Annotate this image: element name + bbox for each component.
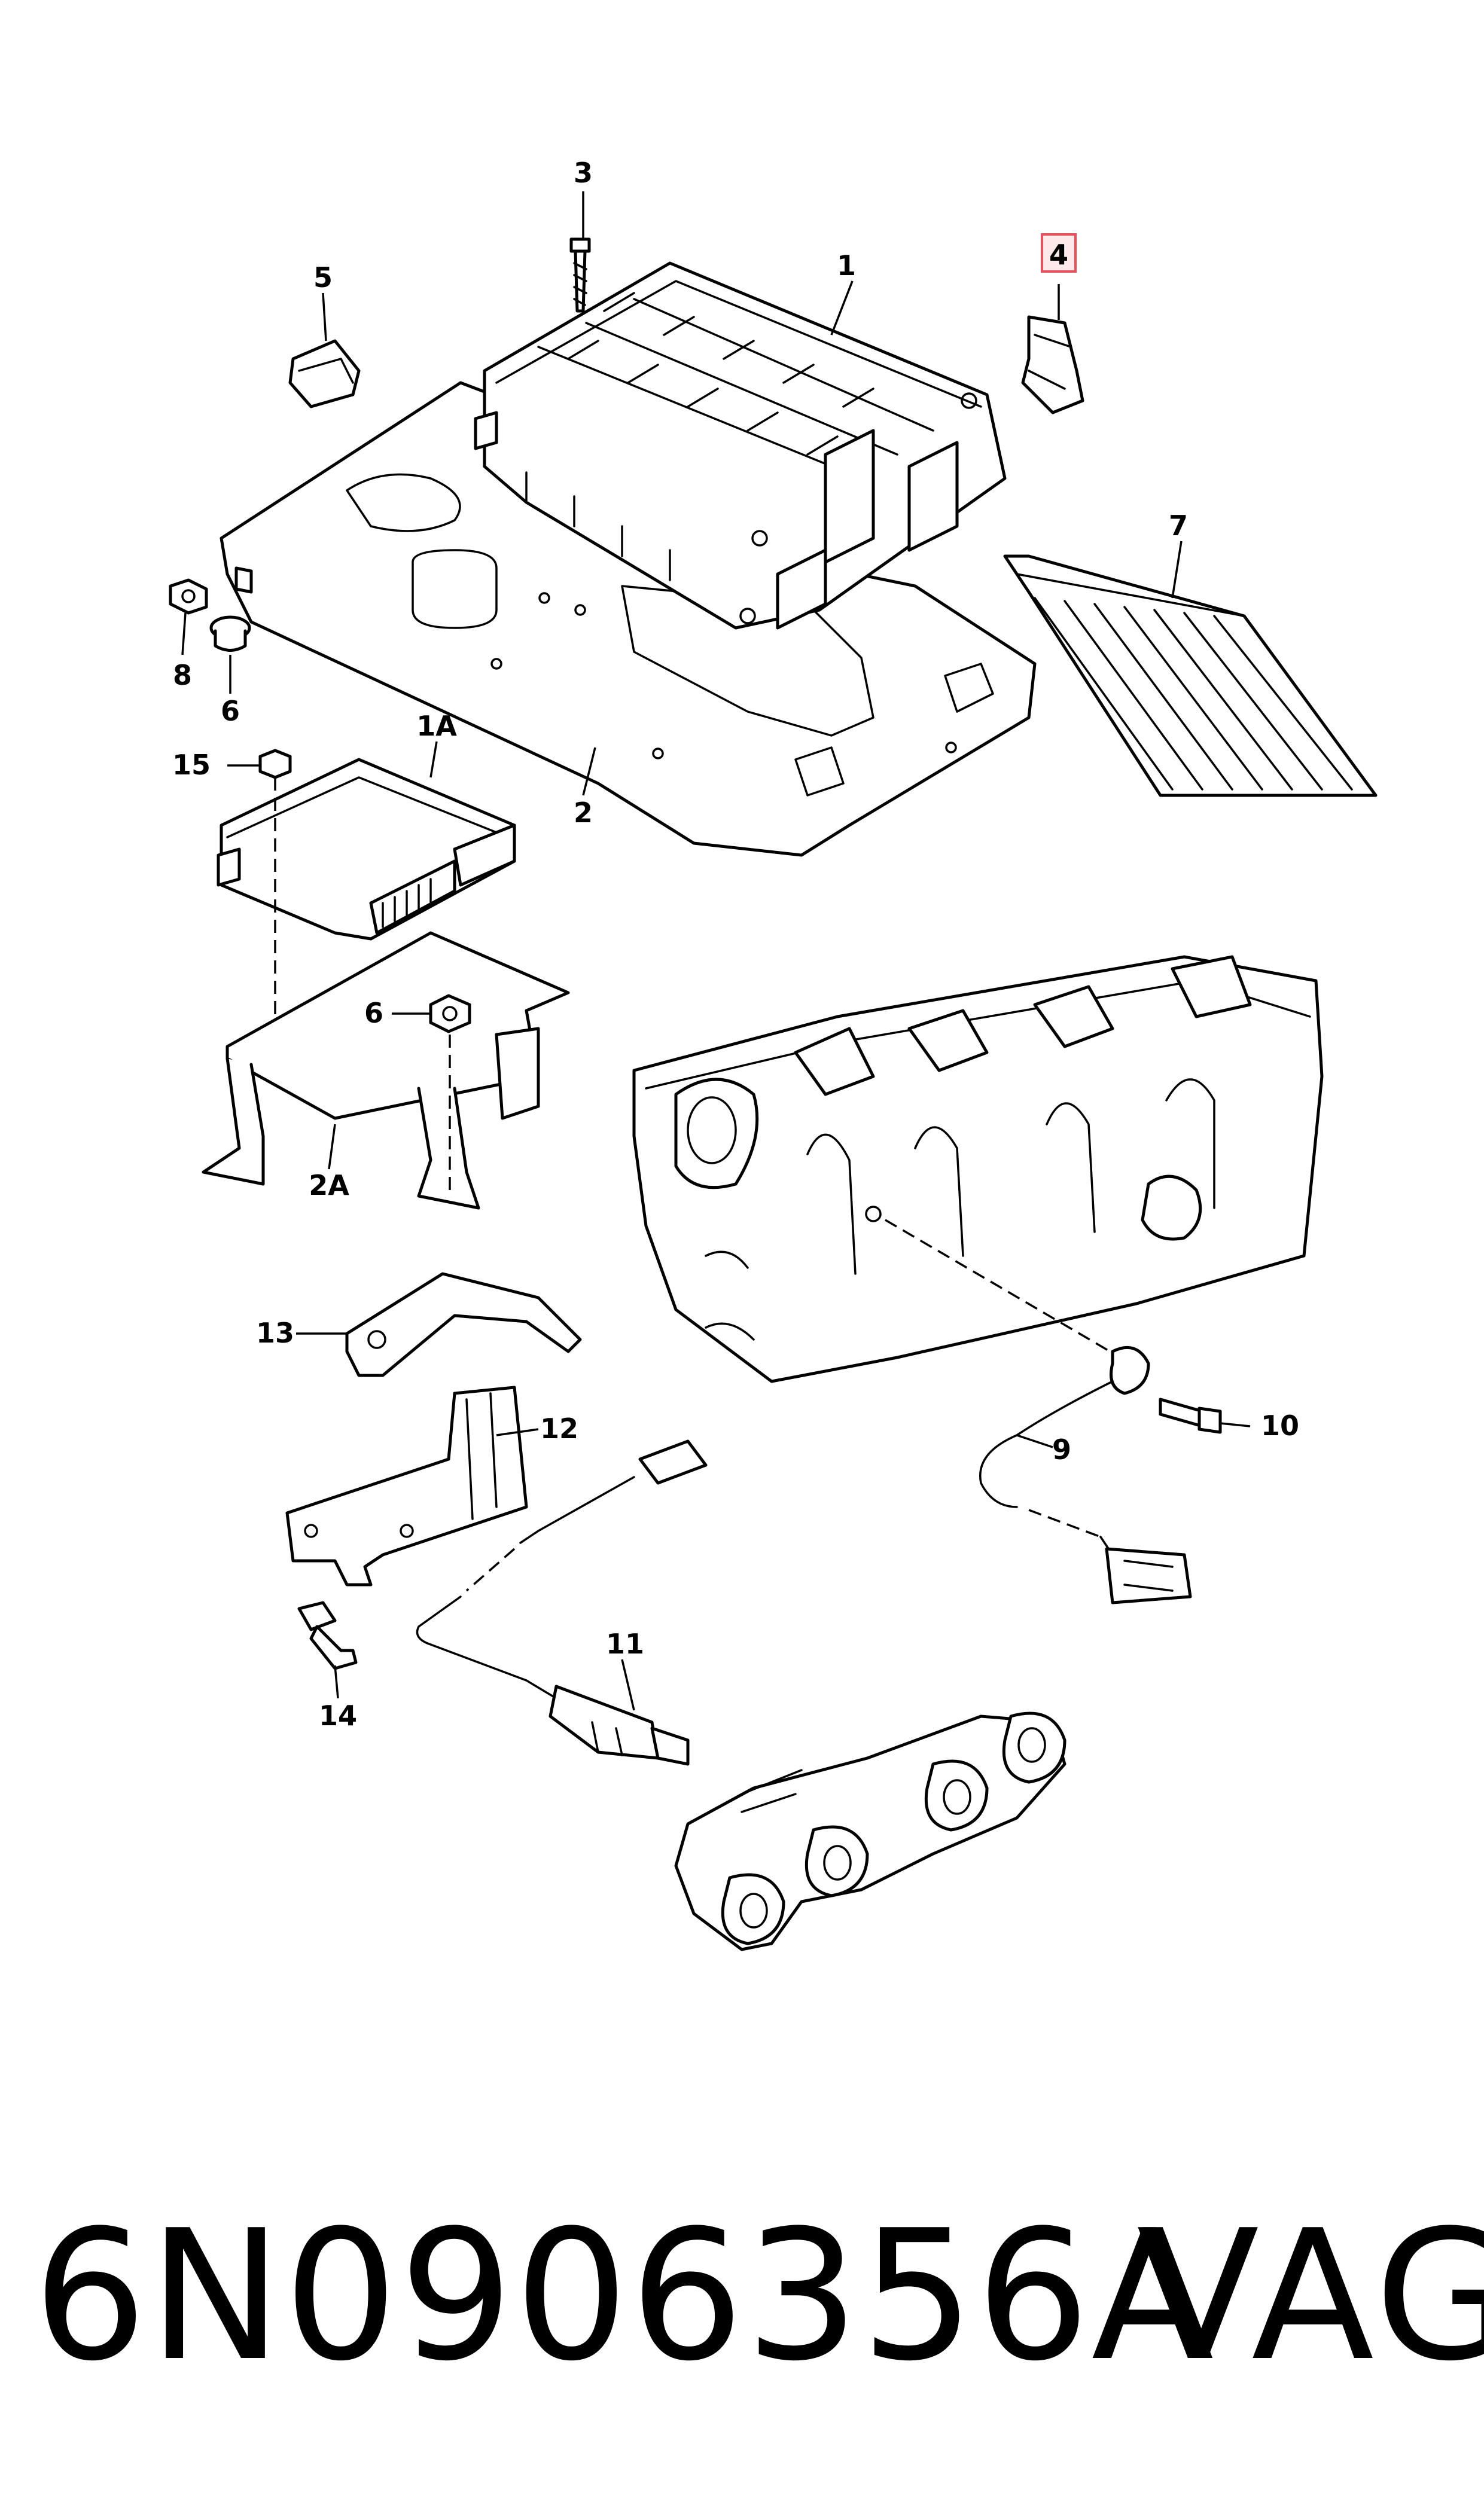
cylinder-head: [632, 955, 1324, 1383]
clip-5: [288, 339, 361, 408]
callout-1A: 1A: [416, 710, 457, 742]
control-unit-1A: [217, 758, 516, 941]
callout-3: 3: [574, 157, 593, 189]
nut-8: [169, 578, 208, 615]
callout-13: 13: [256, 1317, 294, 1349]
callout-4-highlight-box: [1041, 233, 1077, 273]
callout-6-left: 6: [221, 695, 240, 727]
callout-10: 10: [1261, 1410, 1299, 1442]
callout-9: 9: [1052, 1433, 1071, 1466]
callout-1: 1: [837, 249, 856, 282]
exhaust-manifold: [674, 1711, 1066, 1951]
washer-nut-6-middle: [429, 994, 471, 1033]
callout-labels: 1 3 5 4 7 8 6 2 1A 15 6 2A 9 10 11 12 13…: [172, 157, 1299, 1732]
washer-nut-6-left: [209, 615, 251, 652]
clip-4: [1021, 315, 1084, 414]
callout-5: 5: [313, 261, 333, 294]
callout-2: 2: [574, 797, 593, 829]
nut-15: [258, 749, 292, 779]
callout-2A: 2A: [309, 1169, 349, 1201]
bolt-14: [297, 1601, 358, 1670]
bracket-13: [345, 1272, 582, 1377]
part-number: 6N0906356A: [33, 2192, 1215, 2400]
callout-14: 14: [319, 1700, 357, 1732]
leader-lines: [181, 191, 1251, 1711]
bolt-10: [1159, 1398, 1222, 1434]
callout-7: 7: [1169, 510, 1188, 542]
bracket-2A: [202, 931, 570, 1210]
knock-sensor-9: [885, 1219, 1192, 1604]
callout-6-middle: 6: [364, 997, 383, 1029]
callout-8: 8: [173, 659, 192, 691]
callout-4: 4: [1049, 239, 1068, 271]
lambda-probe-11: [416, 1439, 708, 1766]
brand-name: VAG: [1136, 2192, 1484, 2400]
control-unit: [474, 261, 1007, 630]
screw-3: [569, 237, 591, 313]
bracket-12: [285, 1386, 528, 1587]
callout-11: 11: [606, 1628, 644, 1660]
callout-12: 12: [540, 1412, 578, 1445]
cover-grille-7: [1003, 554, 1378, 797]
callout-15: 15: [172, 749, 211, 781]
